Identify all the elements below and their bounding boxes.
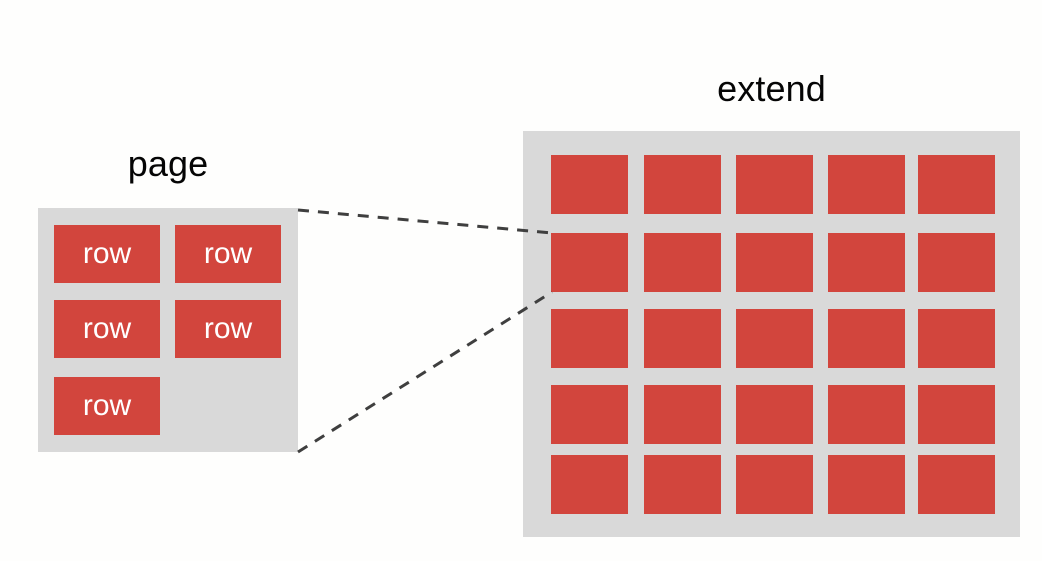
- extend-grid-cell[interactable]: [918, 233, 995, 292]
- extend-grid-cell[interactable]: [644, 385, 721, 444]
- extend-grid-cell[interactable]: [736, 155, 813, 214]
- extend-grid-cell[interactable]: [828, 155, 905, 214]
- extend-grid-cell[interactable]: [551, 385, 628, 444]
- extend-grid-cell[interactable]: [644, 309, 721, 368]
- extend-grid-cell[interactable]: [736, 455, 813, 514]
- page-row-block[interactable]: row: [54, 225, 160, 283]
- page-container: row row row row row: [38, 208, 298, 452]
- extend-grid-cell[interactable]: [736, 233, 813, 292]
- extend-grid-cell[interactable]: [918, 455, 995, 514]
- extend-grid-cell[interactable]: [918, 309, 995, 368]
- extend-grid-cell[interactable]: [828, 385, 905, 444]
- extend-grid-cell[interactable]: [828, 233, 905, 292]
- extend-grid-cell[interactable]: [736, 309, 813, 368]
- page-row-block[interactable]: row: [54, 377, 160, 435]
- extend-grid-cell[interactable]: [736, 385, 813, 444]
- extend-grid-cell[interactable]: [828, 455, 905, 514]
- page-row-block[interactable]: row: [54, 300, 160, 358]
- extend-grid-cell[interactable]: [551, 455, 628, 514]
- extend-grid-cell[interactable]: [644, 233, 721, 292]
- extend-grid-cell[interactable]: [644, 455, 721, 514]
- extend-grid-cell[interactable]: [551, 233, 628, 292]
- extend-grid-cell[interactable]: [918, 385, 995, 444]
- extend-grid-cell[interactable]: [644, 155, 721, 214]
- page-row-block[interactable]: row: [175, 225, 281, 283]
- extend-group-title: extend: [717, 68, 826, 109]
- page-group-title: page: [127, 143, 209, 184]
- connector-line-bottom: [297, 290, 553, 454]
- extend-grid-cell[interactable]: [551, 155, 628, 214]
- extend-container: [523, 131, 1020, 537]
- extend-grid-cell[interactable]: [828, 309, 905, 368]
- extend-grid-cell[interactable]: [551, 309, 628, 368]
- connector-line-top: [297, 208, 553, 235]
- extend-grid-cell[interactable]: [918, 155, 995, 214]
- page-row-block[interactable]: row: [175, 300, 281, 358]
